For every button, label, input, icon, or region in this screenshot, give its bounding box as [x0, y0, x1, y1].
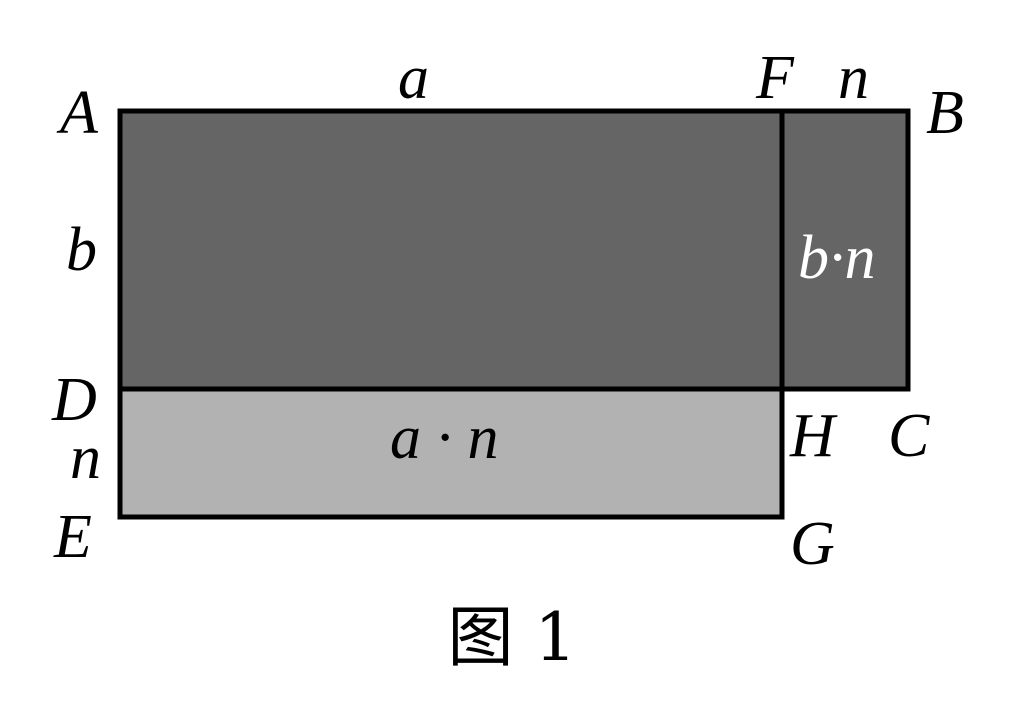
outline-DEGH — [117, 389, 785, 520]
point-label-H: H — [789, 402, 838, 470]
side-label-a: a — [398, 44, 429, 112]
side-label-b: b — [66, 216, 97, 284]
side-label-n-left: n — [70, 424, 101, 492]
point-label-G: G — [790, 510, 835, 578]
point-label-E: E — [53, 503, 92, 571]
main-rectangle-ABCD — [120, 111, 782, 389]
point-label-B: B — [926, 79, 964, 147]
point-label-F: F — [755, 44, 795, 112]
bottom-strip-DHGE — [120, 389, 782, 517]
side-label-n-top: n — [838, 44, 869, 112]
point-label-C: C — [888, 402, 930, 470]
area-label-bn: b·n — [798, 224, 876, 292]
point-label-A: A — [56, 79, 99, 147]
right-strip-FBCH — [782, 111, 908, 389]
outline-ABCD — [117, 108, 911, 392]
area-label-an: a · n — [390, 404, 499, 472]
point-label-D: D — [51, 366, 97, 434]
figure-caption: 图 1 — [448, 599, 577, 676]
